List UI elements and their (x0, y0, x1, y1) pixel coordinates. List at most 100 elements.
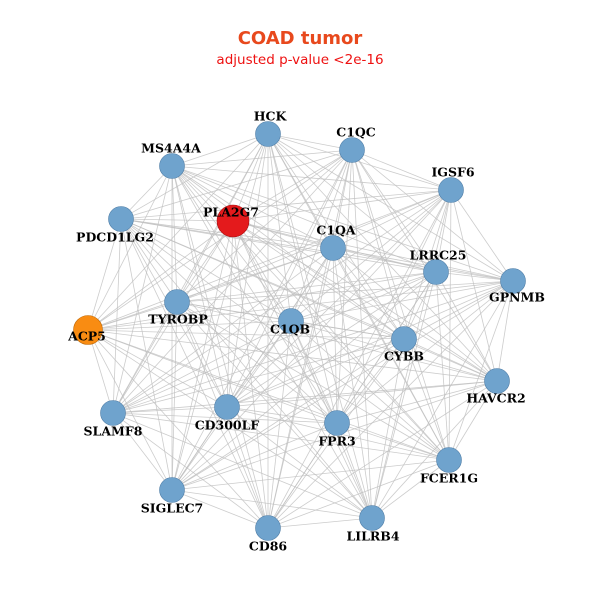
edge-C1QA-FPR3 (332, 247, 338, 424)
edge-C1QC-GPNMB (351, 149, 514, 282)
edge-PDCD1LG2-LRRC25 (120, 218, 437, 273)
edge-ACP5-SIGLEC7 (87, 329, 173, 491)
node-label-FCER1G: FCER1G (420, 470, 478, 485)
edge-SLAMF8-CD300LF (112, 406, 228, 414)
edge-HAVCR2-FCER1G (448, 380, 498, 461)
edge-LRRC25-CD300LF (226, 271, 437, 408)
edge-CD300LF-FPR3 (226, 406, 338, 424)
edge-GPNMB-C1QB (290, 280, 514, 322)
edge-PDCD1LG2-TYROBP (120, 218, 178, 303)
node-label-PDCD1LG2: PDCD1LG2 (76, 229, 154, 244)
edge-MS4A4A-ACP5 (87, 165, 173, 331)
edge-C1QB-FCER1G (290, 320, 450, 461)
edge-C1QA-CYBB (332, 247, 405, 340)
node-LILRB4[interactable] (359, 505, 385, 531)
edge-CYBB-HAVCR2 (403, 338, 498, 382)
edge-MS4A4A-LILRB4 (171, 165, 373, 519)
edge-C1QA-HAVCR2 (332, 247, 498, 382)
labels-layer: HCKC1QCMS4A4AIGSF6PLA2G7C1QAPDCD1LG2LRRC… (67, 108, 545, 553)
edge-C1QC-IGSF6 (351, 149, 452, 191)
edge-CYBB-SIGLEC7 (171, 338, 405, 491)
node-FCER1G[interactable] (436, 447, 462, 473)
node-label-ACP5: ACP5 (67, 328, 106, 343)
node-label-TYROBP: TYROBP (148, 311, 208, 326)
node-PLA2G7[interactable] (216, 204, 250, 238)
node-label-FPR3: FPR3 (318, 433, 355, 448)
node-PDCD1LG2[interactable] (108, 206, 134, 232)
edge-CYBB-FPR3 (336, 338, 405, 424)
edge-C1QC-CD300LF (226, 149, 353, 408)
edge-PLA2G7-TYROBP (176, 220, 234, 303)
node-label-CD300LF: CD300LF (195, 417, 260, 432)
edge-FPR3-SIGLEC7 (171, 422, 338, 491)
node-TYROBP[interactable] (164, 289, 190, 315)
edge-ACP5-LILRB4 (87, 329, 373, 519)
node-CD86[interactable] (255, 515, 281, 541)
edge-C1QC-FPR3 (336, 149, 353, 424)
node-label-IGSF6: IGSF6 (431, 164, 474, 179)
edge-SLAMF8-SIGLEC7 (112, 412, 173, 491)
node-CD300LF[interactable] (214, 394, 240, 420)
edge-IGSF6-SLAMF8 (112, 189, 452, 414)
node-label-CD86: CD86 (249, 538, 287, 553)
edge-MS4A4A-C1QA (171, 165, 334, 249)
node-label-CYBB: CYBB (384, 348, 424, 363)
edge-FCER1G-SIGLEC7 (171, 459, 450, 491)
edge-ACP5-FPR3 (87, 329, 338, 424)
edge-HCK-CD300LF (226, 133, 269, 408)
edge-PDCD1LG2-FCER1G (120, 218, 450, 461)
edge-HCK-C1QC (267, 133, 353, 151)
edge-IGSF6-CD300LF (226, 189, 452, 408)
edge-PDCD1LG2-LILRB4 (120, 218, 373, 519)
edge-TYROBP-SIGLEC7 (171, 301, 178, 491)
node-label-HAVCR2: HAVCR2 (466, 390, 525, 405)
node-C1QB[interactable] (278, 308, 304, 334)
edge-GPNMB-CD86 (267, 280, 514, 529)
edge-IGSF6-LRRC25 (435, 189, 452, 273)
edge-C1QB-ACP5 (87, 320, 292, 331)
edge-IGSF6-GPNMB (450, 189, 514, 282)
node-SIGLEC7[interactable] (159, 477, 185, 503)
edge-TYROBP-FPR3 (176, 301, 338, 424)
node-IGSF6[interactable] (438, 177, 464, 203)
node-C1QA[interactable] (320, 235, 346, 261)
node-HAVCR2[interactable] (484, 368, 510, 394)
edge-HAVCR2-SLAMF8 (112, 380, 498, 414)
node-C1QC[interactable] (339, 137, 365, 163)
edge-LRRC25-GPNMB (435, 271, 514, 282)
edge-TYROBP-SLAMF8 (112, 301, 178, 414)
node-GPNMB[interactable] (500, 268, 526, 294)
node-CYBB[interactable] (391, 326, 417, 352)
edge-IGSF6-FCER1G (448, 189, 452, 461)
edge-FPR3-FCER1G (336, 422, 450, 461)
node-label-MS4A4A: MS4A4A (141, 140, 201, 155)
edge-ACP5-CD300LF (87, 329, 228, 408)
node-LRRC25[interactable] (423, 259, 449, 285)
edge-IGSF6-TYROBP (176, 189, 452, 303)
edge-MS4A4A-FPR3 (171, 165, 338, 424)
edge-C1QC-HAVCR2 (351, 149, 498, 382)
edge-LRRC25-SIGLEC7 (171, 271, 437, 491)
node-label-PLA2G7: PLA2G7 (203, 204, 259, 219)
node-ACP5[interactable] (73, 315, 103, 345)
edge-C1QC-LILRB4 (351, 149, 373, 519)
node-SLAMF8[interactable] (100, 400, 126, 426)
node-HCK[interactable] (255, 121, 281, 147)
edge-PLA2G7-LILRB4 (232, 220, 373, 519)
node-MS4A4A[interactable] (159, 153, 185, 179)
edge-HCK-GPNMB (267, 133, 514, 282)
edge-C1QA-LILRB4 (332, 247, 373, 519)
edge-ACP5-CYBB (87, 329, 405, 340)
edge-CD300LF-CD86 (226, 406, 269, 529)
edge-ACP5-CD86 (87, 329, 269, 529)
node-FPR3[interactable] (324, 410, 350, 436)
edge-LRRC25-SLAMF8 (112, 271, 437, 414)
edge-MS4A4A-TYROBP (171, 165, 178, 303)
edge-GPNMB-HAVCR2 (496, 280, 514, 382)
edge-ACP5-FCER1G (87, 329, 450, 461)
edge-SIGLEC7-CD86 (171, 489, 269, 529)
figure-subtitle: adjusted p-value <2e-16 (216, 52, 383, 68)
edge-LRRC25-TYROBP (176, 271, 437, 303)
edge-C1QC-MS4A4A (171, 149, 353, 167)
